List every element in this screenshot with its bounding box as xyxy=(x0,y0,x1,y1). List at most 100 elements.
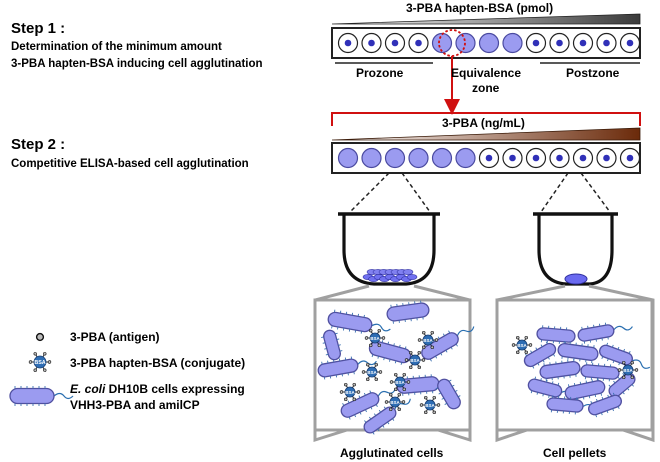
vhh-tick xyxy=(622,373,625,376)
hapten-dot xyxy=(422,330,426,335)
flagellum xyxy=(371,323,391,332)
ecoli-cell xyxy=(564,377,606,403)
vhh-tick xyxy=(445,349,448,353)
flagellum xyxy=(357,360,377,366)
wells-row1 xyxy=(337,32,641,54)
hapten-dot xyxy=(424,410,428,415)
well-dot xyxy=(532,39,540,47)
ecoli-cell xyxy=(608,372,636,399)
hapten-dot xyxy=(421,358,426,362)
hapten-dot xyxy=(524,350,528,355)
vhh-tick xyxy=(437,336,440,340)
hapten-dot xyxy=(394,372,398,377)
vhh-tick xyxy=(606,342,609,346)
vhh-tick xyxy=(358,395,361,399)
bsa-core xyxy=(516,339,528,351)
cell-body xyxy=(546,397,584,413)
vhh-tick xyxy=(612,392,615,396)
vhh-tick xyxy=(600,393,602,396)
bsa-conjugate: BSA xyxy=(361,362,383,382)
vhh-tick xyxy=(627,388,630,391)
vhh-tick xyxy=(568,384,570,387)
vhh-tick xyxy=(457,395,461,398)
well-full xyxy=(361,147,382,169)
ecoli-cell xyxy=(9,386,74,406)
vhh-tick xyxy=(450,346,453,350)
hapten-dot xyxy=(436,403,441,407)
zoom-right-box xyxy=(495,298,654,432)
bsa-conjugate: BSA xyxy=(28,352,52,372)
vhh-tick xyxy=(442,333,445,337)
bsa-label: BSA xyxy=(423,338,433,343)
bsa-core xyxy=(622,364,634,376)
hapten-dot xyxy=(424,395,428,400)
legend-cells-label-2: VHH3-PBA and amilCP xyxy=(70,398,200,412)
zoom-left-box xyxy=(313,298,472,432)
vhh-tick xyxy=(322,342,326,344)
vhh-tick xyxy=(618,362,621,366)
legend-cells-label-1: E. coli DH10B cells expressing xyxy=(70,382,245,396)
hapten-dot xyxy=(33,352,37,356)
vhh-tick xyxy=(429,358,432,362)
vhh-tick xyxy=(540,344,543,348)
bsa-conjugate: BSA xyxy=(364,328,386,348)
hapten-dot xyxy=(430,330,434,335)
vhh-tick xyxy=(400,362,403,365)
hapten-dot xyxy=(511,343,516,347)
mat-cell xyxy=(402,269,414,275)
ecoli-cell xyxy=(435,378,461,410)
flagellum xyxy=(456,326,475,337)
hapten-dot xyxy=(528,343,533,347)
hapten-dot xyxy=(634,368,639,372)
vhh-tick xyxy=(454,389,458,393)
vhh-tick xyxy=(542,359,545,363)
bsa-core xyxy=(394,376,406,388)
well-dot xyxy=(626,39,634,47)
step1-gradient-label: 3-PBA hapten-BSA (pmol) xyxy=(406,1,554,15)
vhh-tick xyxy=(623,348,625,352)
hapten-dot xyxy=(432,410,436,415)
bsa-conjugate: BSA xyxy=(419,395,441,415)
vhh-tick xyxy=(364,420,367,423)
ecoli-cell xyxy=(557,340,599,364)
legend-cells-rest: DH10B cells expressing xyxy=(105,382,245,396)
cell-body xyxy=(580,364,620,380)
vhh-tick xyxy=(321,336,324,338)
cell-body xyxy=(327,311,373,333)
hapten-dot xyxy=(617,368,622,372)
hapten-dot xyxy=(516,335,520,340)
hapten-dot xyxy=(339,390,344,394)
vhh-tick xyxy=(542,393,544,397)
bsa-conjugate: BSA xyxy=(404,350,426,370)
bsa-core xyxy=(424,399,436,411)
well-full xyxy=(455,147,476,169)
conjugate-icon: BSA xyxy=(28,352,52,372)
vhh-tick xyxy=(524,353,527,357)
hapten-dot xyxy=(422,345,426,350)
vhh-tick xyxy=(363,392,366,396)
vhh-tick xyxy=(532,365,535,369)
well-dot xyxy=(532,154,540,162)
step2-desc-line1: Competitive ELISA-based cell agglutinati… xyxy=(11,158,249,170)
vhh-tick xyxy=(607,394,610,398)
vhh-tick xyxy=(392,418,395,421)
hapten-dot xyxy=(401,400,406,404)
legend-conjugate-label: 3-PBA hapten-BSA (conjugate) xyxy=(70,356,246,370)
mat-cell xyxy=(406,274,418,280)
well-dot xyxy=(509,154,516,162)
hapten-dot xyxy=(361,370,366,374)
vhh-tick xyxy=(324,348,327,350)
hapten-dot xyxy=(397,392,401,397)
vhh-tick xyxy=(348,417,351,420)
vhh-tick xyxy=(545,341,548,345)
cell-body xyxy=(323,329,341,361)
hapten-dot xyxy=(404,358,409,362)
well-dot xyxy=(603,154,610,162)
vhh-tick xyxy=(387,421,390,425)
hapten-dot xyxy=(630,360,634,365)
zoom-dash-right-2 xyxy=(580,172,611,213)
ecoli-cell xyxy=(580,362,620,382)
bsa-conjugate: BSA xyxy=(511,335,533,355)
